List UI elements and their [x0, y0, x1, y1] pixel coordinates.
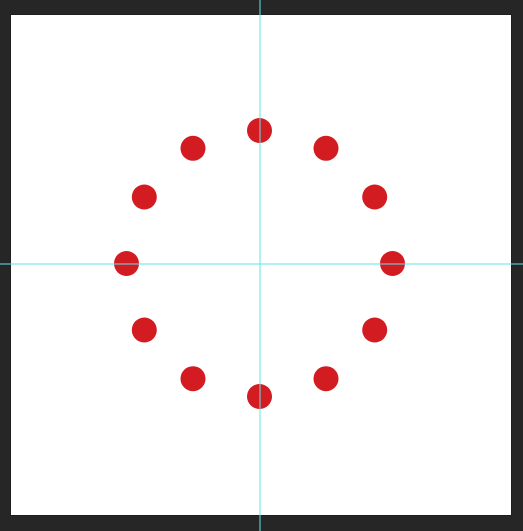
- document-canvas[interactable]: [11, 15, 511, 515]
